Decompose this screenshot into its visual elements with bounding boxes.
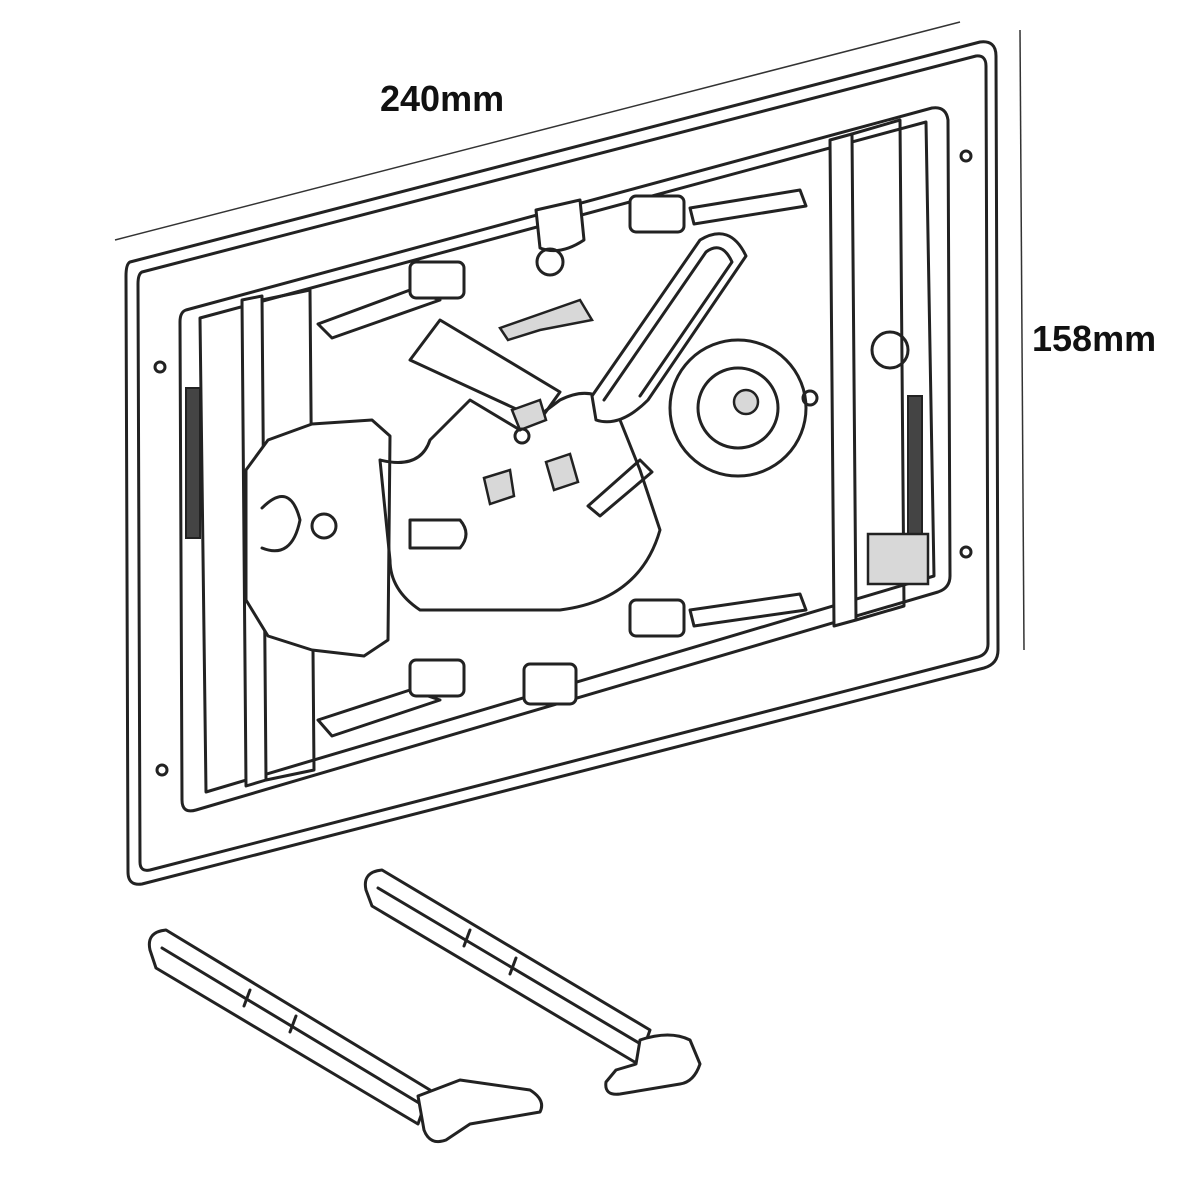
height-dimension-label: 158mm <box>1032 318 1157 359</box>
push-rod-right <box>363 868 702 1096</box>
screw-hole-top-right <box>959 149 973 163</box>
push-rod-left <box>147 928 544 1144</box>
left-actuator-hole <box>310 512 338 540</box>
right-spring <box>907 395 923 547</box>
upper-left-clip <box>408 260 466 300</box>
center-link-1 <box>510 398 548 432</box>
right-small-hole <box>801 389 819 407</box>
bottom-center-clip <box>522 662 578 706</box>
lower-left-clip <box>408 658 466 698</box>
top-center-hook <box>534 198 586 253</box>
width-dimension-line <box>114 21 961 241</box>
upper-right-clip <box>628 194 686 234</box>
height-dimension-line <box>1019 29 1025 651</box>
screw-hole-top-left <box>153 360 167 374</box>
upper-right-strap <box>688 188 808 226</box>
screw-hole-bottom-left <box>155 763 169 777</box>
left-actuator-cutout <box>260 495 302 553</box>
screw-hole-bottom-right <box>959 545 973 559</box>
top-center-hole <box>535 247 565 277</box>
central-lever-right-arm <box>590 232 748 424</box>
center-small-hole <box>513 427 531 445</box>
upper-left-strap <box>316 288 442 340</box>
center-left-rod <box>408 518 468 550</box>
lower-right-clip <box>628 598 686 638</box>
center-right-rod <box>586 458 654 518</box>
right-rail <box>828 132 858 628</box>
lower-right-strap <box>688 592 808 628</box>
plate-inner-rim <box>136 54 990 872</box>
center-link-2 <box>544 452 580 492</box>
width-dimension-label: 240mm <box>380 78 505 119</box>
right-rotary-hub <box>732 388 760 416</box>
center-top-wedge <box>498 298 594 342</box>
central-lever-body <box>378 391 662 612</box>
right-side-hole <box>870 330 910 370</box>
central-lever-left-arm <box>408 318 562 422</box>
lower-left-strap <box>316 688 442 738</box>
center-link-3 <box>482 468 516 506</box>
central-lever-right-arm-inner <box>602 246 734 402</box>
inner-opening-depth <box>198 120 936 794</box>
left-spring <box>185 387 201 539</box>
right-spring-block <box>866 532 930 586</box>
right-rotary-inner <box>696 366 780 450</box>
